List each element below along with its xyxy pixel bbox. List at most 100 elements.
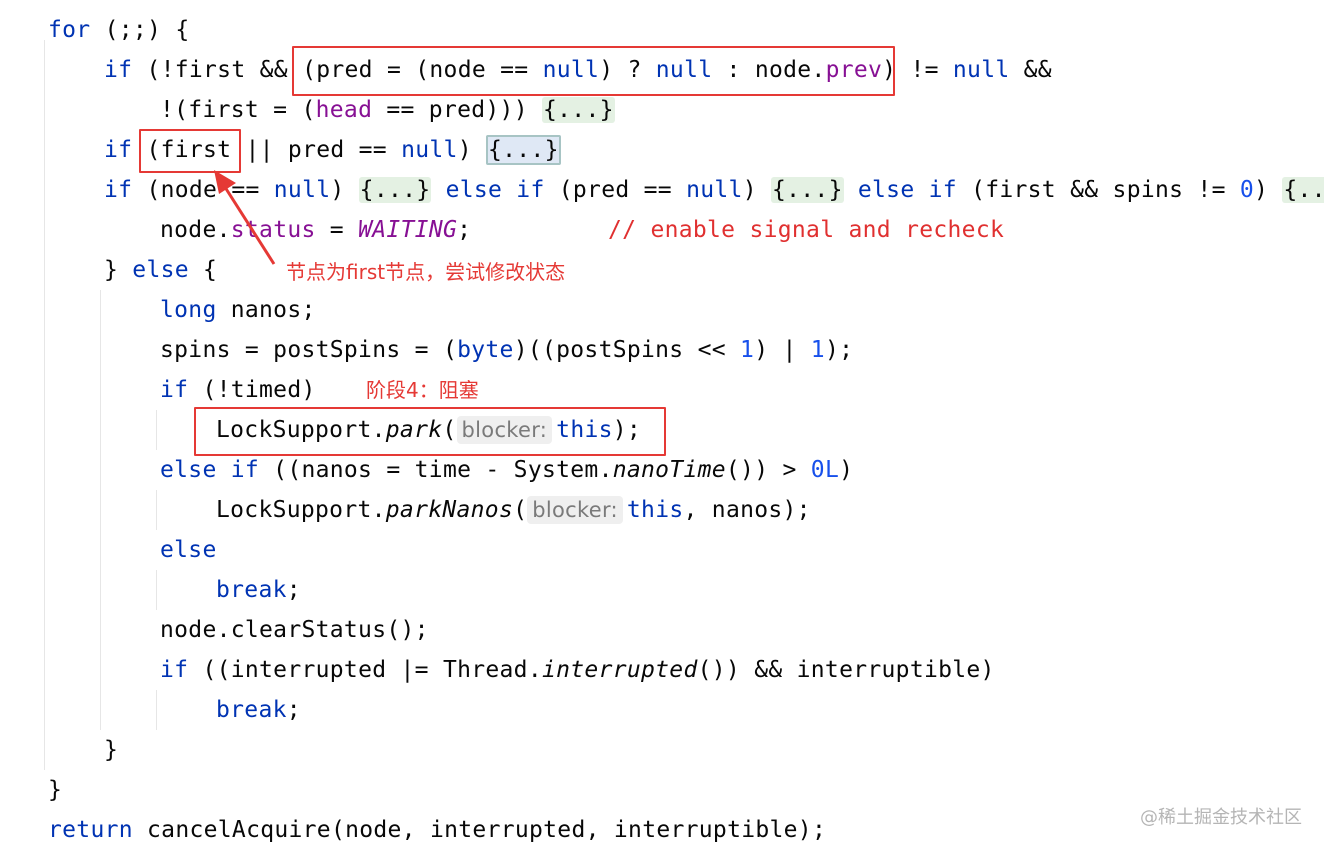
code-text: )((postSpins << — [513, 337, 741, 363]
keyword-else-if: else if — [843, 177, 957, 203]
keyword-if: if — [104, 177, 133, 203]
code-text: LockSupport. — [216, 497, 386, 523]
code-text: (pred == — [544, 177, 687, 203]
code-text: = — [315, 217, 359, 243]
folded-block[interactable]: {...} — [1282, 177, 1324, 203]
code-text: { — [188, 257, 218, 283]
code-text: } — [48, 777, 63, 803]
code-text: !(first = ( — [160, 97, 316, 123]
code-text: , nanos); — [683, 497, 811, 523]
code-text: (!first && — [132, 57, 303, 83]
keyword-break: break — [216, 577, 287, 603]
code-text: ) — [457, 137, 486, 163]
keyword-null: null — [542, 57, 600, 83]
code-text: (node == — [132, 177, 274, 203]
code-text: : node. — [712, 57, 826, 83]
field-head: head — [315, 97, 373, 123]
code-text: (first || pred == — [132, 137, 402, 163]
code-line-12: else if ((nanos = time - System.nanoTime… — [160, 450, 853, 490]
keyword-null: null — [401, 137, 458, 163]
keyword-null: null — [686, 177, 743, 203]
keyword-null: null — [273, 177, 331, 203]
indent-guide — [156, 410, 157, 450]
keyword-if: if — [104, 137, 133, 163]
indent-guide — [100, 290, 101, 730]
code-line-1: for (;;) { — [48, 10, 189, 50]
method-parknanos: parkNanos — [385, 497, 514, 523]
code-text: ) — [330, 177, 359, 203]
keyword-this: this — [556, 417, 613, 443]
code-text: spins = postSpins = ( — [160, 337, 458, 363]
code-text: ((interrupted |= Thread. — [188, 657, 542, 683]
field-status: status — [230, 217, 316, 243]
constant-waiting: WAITING — [358, 217, 458, 243]
code-line-10: if (!timed) — [160, 370, 316, 410]
code-text: ( — [442, 417, 457, 443]
code-text: (pred = (node == — [302, 57, 543, 83]
code-line-14: else — [160, 530, 217, 570]
code-line-8: long nanos; — [160, 290, 316, 330]
keyword-if: if — [160, 377, 189, 403]
code-text: ( — [513, 497, 528, 523]
parameter-hint: blocker: — [456, 416, 553, 444]
number-literal: 0L — [810, 457, 840, 483]
watermark: @稀土掘金技术社区 — [1140, 807, 1302, 828]
folded-block[interactable]: {...} — [542, 97, 615, 123]
code-text: ; — [286, 697, 301, 723]
keyword-if: if — [160, 657, 189, 683]
code-text: (first && spins != — [956, 177, 1240, 203]
code-text: != — [896, 57, 953, 83]
indent-guide — [156, 490, 157, 530]
keyword-return: return — [48, 817, 133, 843]
code-text: == pred))) — [372, 97, 542, 123]
code-text: LockSupport. — [216, 417, 386, 443]
folded-block[interactable]: {...} — [358, 177, 432, 203]
code-line-18: break; — [216, 690, 301, 730]
code-text: ) — [1254, 177, 1283, 203]
folded-block[interactable]: {...} — [770, 177, 844, 203]
code-text: ) | — [754, 337, 811, 363]
method-park: park — [385, 417, 443, 443]
code-text: ); — [612, 417, 642, 443]
code-text: ); — [824, 337, 854, 363]
keyword-else-if: else if — [431, 177, 545, 203]
code-text: ; — [457, 217, 472, 243]
code-text: (!timed) — [188, 377, 316, 403]
number-literal: 1 — [810, 337, 825, 363]
keyword-if: if — [104, 57, 133, 83]
code-text: } — [104, 737, 119, 763]
indent-guide — [156, 570, 157, 610]
number-literal: 1 — [740, 337, 755, 363]
keyword-else: else — [160, 537, 217, 563]
code-line-21: return cancelAcquire(node, interrupted, … — [48, 810, 826, 850]
code-line-9: spins = postSpins = (byte)((postSpins <<… — [160, 330, 853, 370]
code-line-5: if (node == null) {...} else if (pred ==… — [104, 170, 1324, 210]
code-line-6: node.status = WAITING; — [160, 210, 471, 250]
code-text: ()) && interruptible) — [697, 657, 995, 683]
code-text: ) ? — [599, 57, 656, 83]
indent-guide — [156, 690, 157, 730]
code-line-15: break; — [216, 570, 301, 610]
code-comment: // enable signal and recheck — [608, 217, 1005, 243]
indent-guide — [44, 40, 45, 770]
keyword-for: for — [48, 17, 91, 43]
method-nanotime: nanoTime — [612, 457, 726, 483]
code-line-11: LockSupport.park(blocker:this); — [216, 410, 641, 450]
keyword-this: this — [626, 497, 684, 523]
keyword-null: null — [655, 57, 713, 83]
code-line-20: } — [48, 770, 62, 810]
code-text: node.clearStatus(); — [160, 617, 429, 643]
method-interrupted: interrupted — [541, 657, 698, 683]
keyword-long: long — [160, 297, 217, 323]
code-text: ) — [882, 57, 897, 83]
code-text: } — [104, 257, 133, 283]
annotation-stage4: 阶段4：阻塞 — [366, 378, 479, 402]
code-line-3: !(first = (head == pred))) {...} — [160, 90, 615, 130]
highlight-box-first — [139, 129, 241, 173]
code-text: nanos; — [216, 297, 316, 323]
code-text: (;;) { — [90, 17, 190, 43]
code-line-19: } — [104, 730, 118, 770]
folded-block-selected[interactable]: {...} — [485, 135, 561, 165]
highlight-box-pred-expression — [292, 46, 895, 96]
